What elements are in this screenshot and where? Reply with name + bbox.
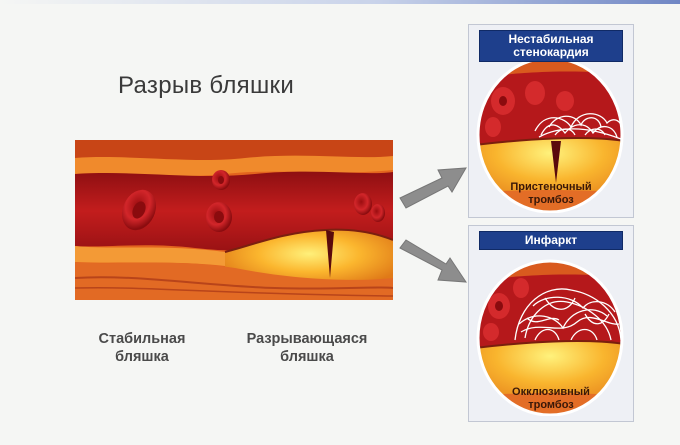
infarct-card: Инфаркт Окклюзивный тромбоз [468, 225, 634, 422]
artery-svg [74, 140, 394, 300]
arrow-to-infarct-icon [399, 239, 467, 283]
unstable-angina-header: Нестабильная стенокардия [479, 30, 623, 62]
unstable-angina-card: Нестабильная стенокардия Пристеночный тр… [468, 24, 634, 218]
stable-plaque-label: Стабильная бляшка [98, 331, 186, 365]
artery-illustration [74, 140, 394, 300]
rupturing-plaque-label: Разрывающаяся бляшка [246, 331, 368, 365]
infarct-header: Инфаркт [479, 231, 623, 250]
occlusive-thrombosis-caption: Окклюзивный тромбоз [512, 386, 590, 411]
occlusive-thrombosis-illustration [475, 254, 625, 421]
arrow-to-unstable-icon [399, 167, 467, 209]
top-accent-line [0, 0, 680, 4]
page-title: Разрыв бляшки [118, 72, 295, 99]
mural-thrombosis-caption: Пристеночный тромбоз [510, 181, 592, 206]
